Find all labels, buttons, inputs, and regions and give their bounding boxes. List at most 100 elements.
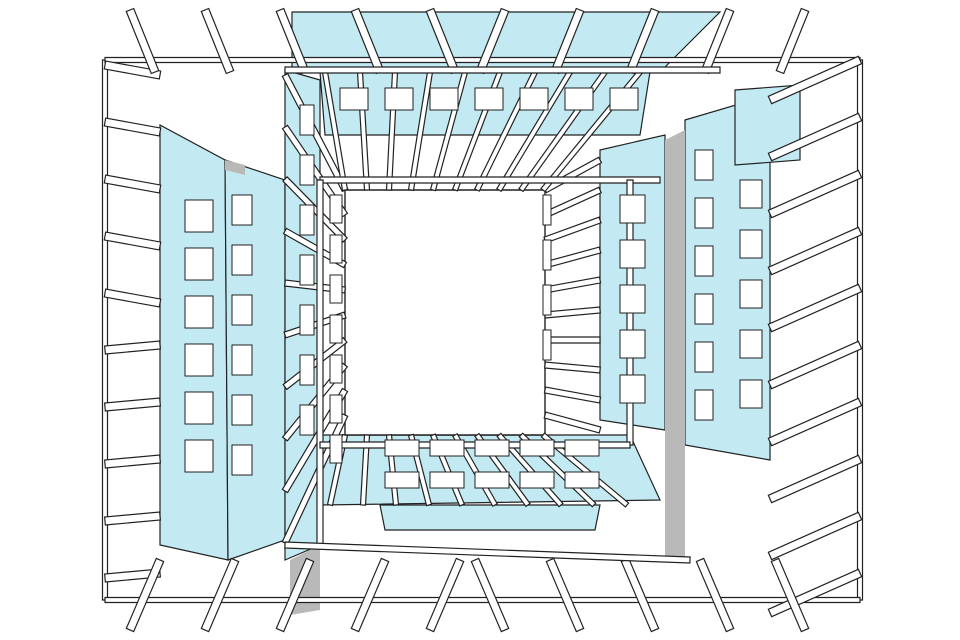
window	[619, 239, 646, 269]
beam	[103, 511, 162, 526]
window	[184, 295, 214, 329]
beam	[767, 169, 863, 219]
beam	[767, 283, 863, 333]
beam	[695, 557, 735, 633]
window	[474, 471, 510, 489]
beam	[767, 340, 863, 390]
beam	[359, 434, 371, 506]
window	[619, 374, 646, 404]
beam	[543, 386, 602, 404]
left-blue-wall	[159, 123, 229, 561]
window	[739, 379, 763, 409]
window	[619, 329, 646, 359]
window	[542, 329, 552, 361]
window	[694, 197, 714, 229]
window	[694, 389, 714, 421]
window	[329, 434, 343, 464]
window	[231, 344, 253, 376]
bottom-blue-rooms	[379, 504, 601, 531]
beam	[125, 7, 160, 75]
beam	[425, 557, 465, 633]
window	[429, 87, 459, 111]
window	[329, 234, 343, 264]
window	[184, 199, 214, 233]
window	[474, 439, 510, 457]
beam	[856, 59, 864, 601]
window	[299, 354, 315, 386]
window	[231, 444, 253, 476]
window	[384, 87, 414, 111]
room-windows	[184, 87, 763, 489]
beam	[103, 340, 162, 355]
beam	[770, 557, 810, 633]
beam	[543, 246, 602, 269]
window	[542, 239, 552, 271]
beam	[316, 179, 324, 546]
beam	[284, 66, 721, 74]
beam	[542, 186, 603, 219]
beam	[103, 397, 162, 412]
window	[339, 87, 369, 111]
beam	[125, 557, 165, 633]
beam	[543, 276, 602, 294]
window	[329, 394, 343, 424]
window	[619, 284, 646, 314]
window	[184, 391, 214, 425]
window	[231, 294, 253, 326]
window	[564, 471, 600, 489]
central-courtyard-opening	[344, 189, 546, 436]
window	[329, 314, 343, 344]
beam	[282, 336, 348, 391]
window	[184, 343, 214, 377]
beam	[350, 557, 390, 633]
window	[329, 354, 343, 384]
window	[299, 104, 315, 136]
window	[609, 87, 639, 111]
shadow	[225, 160, 245, 175]
window	[384, 439, 420, 457]
window	[329, 194, 343, 224]
beam	[543, 411, 602, 434]
beam	[545, 557, 585, 633]
window	[231, 194, 253, 226]
beam	[767, 454, 863, 504]
window	[694, 293, 714, 325]
beam	[775, 7, 810, 75]
window	[184, 439, 214, 473]
beam	[767, 112, 863, 162]
window	[519, 439, 555, 457]
beam	[767, 55, 863, 105]
window	[299, 254, 315, 286]
right-top-blue-room	[734, 84, 801, 166]
window	[694, 149, 714, 181]
window	[542, 284, 552, 316]
beam	[470, 557, 510, 633]
window	[564, 87, 594, 111]
beam	[103, 174, 162, 194]
beam	[284, 541, 691, 564]
window	[564, 439, 600, 457]
window	[694, 245, 714, 277]
beam	[767, 397, 863, 447]
beam	[275, 557, 315, 633]
window	[184, 247, 214, 281]
window	[299, 154, 315, 186]
window	[429, 471, 465, 489]
window	[739, 329, 763, 359]
window	[299, 204, 315, 236]
window	[542, 194, 552, 226]
beam	[200, 557, 240, 633]
window	[231, 394, 253, 426]
beam	[543, 216, 602, 244]
beam	[200, 7, 235, 75]
window	[519, 471, 555, 489]
window	[694, 341, 714, 373]
beam	[544, 336, 601, 344]
window	[619, 194, 646, 224]
beam	[767, 511, 863, 561]
beam	[103, 60, 162, 80]
beam	[103, 454, 162, 469]
beam	[319, 176, 661, 184]
beam	[767, 226, 863, 276]
